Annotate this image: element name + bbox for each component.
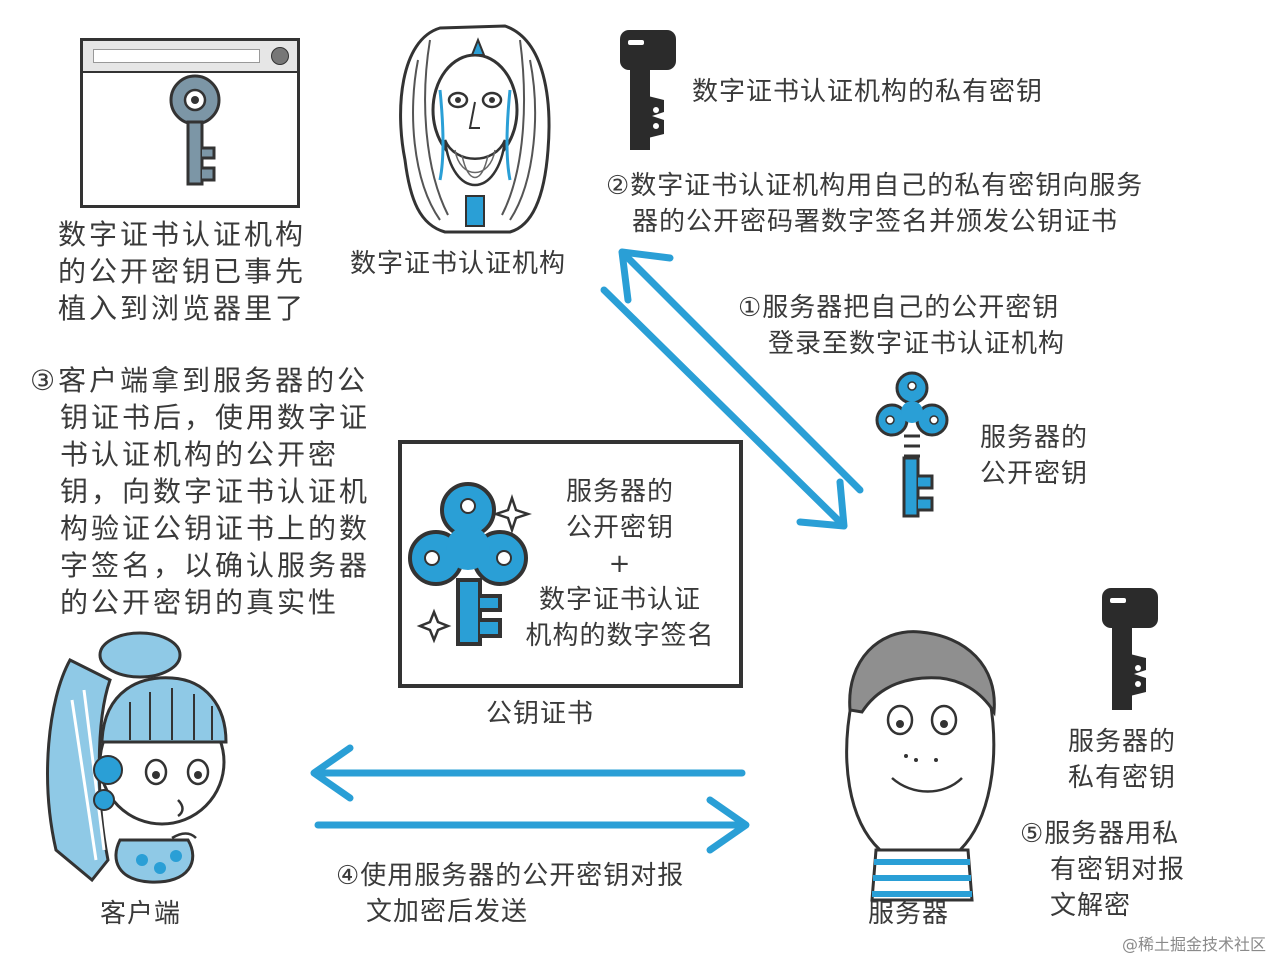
cert-line-1: 服务器的 [565,477,674,507]
certificate-content: 服务器的 公开密钥 + 数字证书认证 机构的数字签名 [508,474,732,654]
arrow-client-to-server [314,796,750,854]
boy-icon [845,630,996,902]
girl-icon [46,631,228,884]
server-private-key-line-2: 私有密钥 [1068,763,1177,793]
ca-note-line-2: 的公开密钥已事先 [58,255,307,288]
ca-note-line-1: 数字证书认证机构 [58,218,307,251]
ca-name-label: 数字证书认证机构 [350,249,567,279]
wizard-icon [399,24,551,234]
step5-text: ⑤服务器用私 有密钥对报 文解密 [1020,816,1185,924]
arrow-server-to-ca [618,248,864,494]
watermark-text: @稀土掘金技术社区 [1121,935,1266,954]
ca-note-line-3: 植入到浏览器里了 [58,292,307,325]
step3-text: ③客户端拿到服务器的公 钥证书后，使用数字证 书认证机构的公开密 钥，向数字证书… [30,362,370,621]
private-key-icon [1102,588,1158,710]
cert-line-4: 机构的数字签名 [525,621,715,651]
step2-line-1: ②数字证书认证机构用自己的私有密钥向服务 [606,171,1144,201]
step3-line-2: 钥证书后，使用数字证 [60,401,371,434]
cert-line-3: 数字证书认证 [538,585,701,615]
step2-text: ②数字证书认证机构用自己的私有密钥向服务 器的公开密码署数字签名并颁发公钥证书 [606,168,1143,240]
step2-line-2: 器的公开密码署数字签名并颁发公钥证书 [632,207,1119,237]
ca-public-key-note: 数字证书认证机构 的公开密钥已事先 植入到浏览器里了 [58,216,306,327]
server-public-key-label: 服务器的 公开密钥 [980,420,1088,492]
server-private-key-line-1: 服务器的 [1068,727,1177,757]
public-key-icon [875,371,949,518]
step4-text: ④使用服务器的公开密钥对报 文加密后发送 [336,858,684,930]
server-label: 服务器 [868,899,950,929]
step3-line-6: 字签名，以确认服务器 [60,549,371,582]
step1-line-1: ①服务器把自己的公开密钥 [738,293,1060,323]
step1-line-2: 登录至数字证书认证机构 [768,329,1066,359]
cert-plus: + [608,549,632,579]
step3-line-4: 钥，向数字证书认证机 [60,475,371,508]
step3-line-3: 书认证机构的公开密 [60,438,340,471]
arrow-server-to-client [310,744,746,802]
server-public-key-line-2: 公开密钥 [980,459,1089,489]
step5-line-2: 有密钥对报 [1050,855,1186,885]
ca-private-key-label: 数字证书认证机构的私有密钥 [692,77,1044,107]
step5-line-1: ⑤服务器用私 [1020,819,1180,849]
client-label: 客户端 [100,899,182,929]
ca-private-key-icon [620,30,676,150]
cert-line-2: 公开密钥 [565,513,674,543]
browser-address-bar [93,49,260,63]
certificate-caption: 公钥证书 [486,699,595,729]
server-public-key-line-1: 服务器的 [980,423,1089,453]
browser-button-icon [271,47,289,65]
step3-line-5: 构验证公钥证书上的数 [60,512,371,545]
step5-line-3: 文解密 [1050,891,1132,921]
step3-line-7: 的公开密钥的真实性 [60,586,340,619]
step4-line-1: ④使用服务器的公开密钥对报 [336,861,685,891]
server-private-key-label: 服务器的 私有密钥 [1068,724,1176,796]
browser-toolbar [83,41,297,73]
step3-line-1: ③客户端拿到服务器的公 [30,364,369,397]
browser-window-icon [80,38,300,208]
step4-line-2: 文加密后发送 [366,897,529,927]
step1-text: ①服务器把自己的公开密钥 登录至数字证书认证机构 [738,290,1065,362]
arrow-ca-to-server [600,286,848,530]
